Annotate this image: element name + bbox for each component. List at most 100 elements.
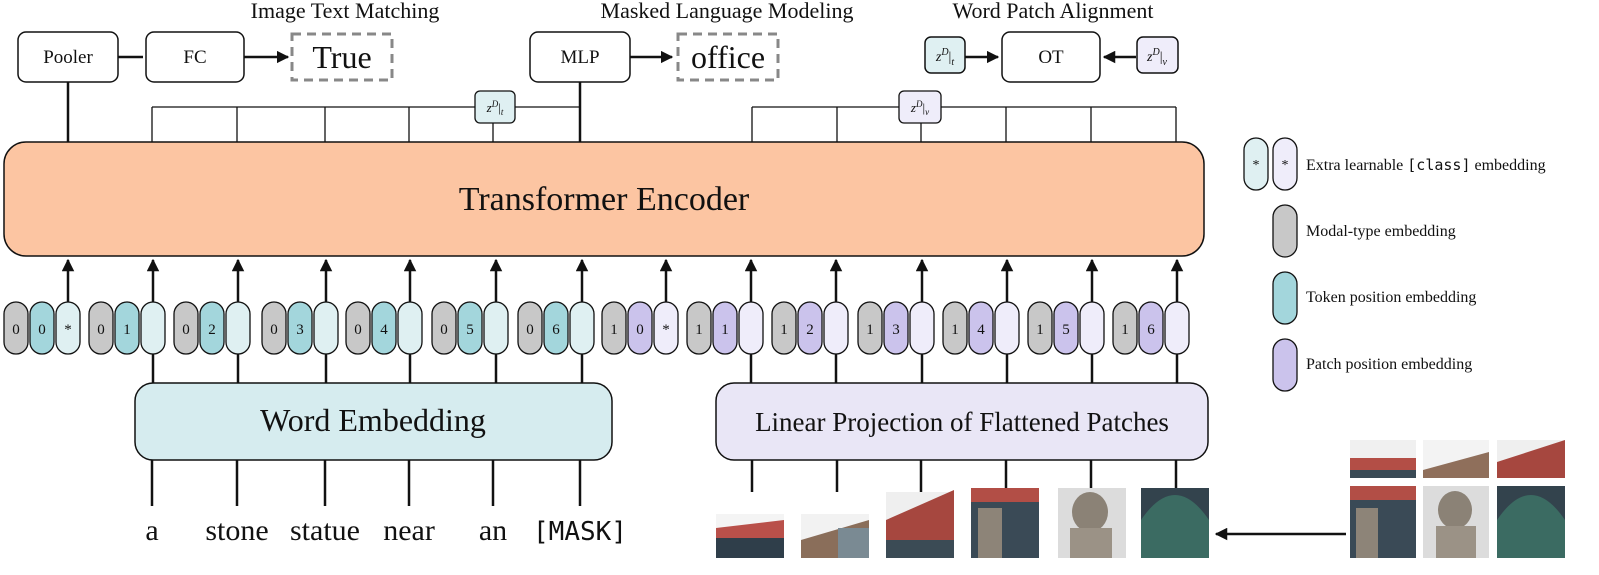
- svg-text:0: 0: [38, 322, 46, 338]
- svg-text:5: 5: [466, 322, 474, 338]
- source-image-patches: [1350, 440, 1565, 558]
- flattened-patches: [716, 488, 1209, 558]
- patch-thumbnail: [1350, 440, 1416, 478]
- svg-text:0: 0: [636, 322, 644, 338]
- content-pill: [225, 301, 251, 355]
- svg-text:1: 1: [951, 322, 959, 338]
- position-pill: 0: [627, 301, 653, 355]
- content-pill: [994, 301, 1020, 355]
- patch-projection-label: Linear Projection of Flattened Patches: [755, 407, 1169, 437]
- content-pill: [397, 301, 423, 355]
- svg-text:Modal-type embedding: Modal-type embedding: [1306, 223, 1456, 240]
- patch-projection-box: [715, 382, 1209, 461]
- svg-text:2: 2: [806, 322, 814, 338]
- svg-text:1: 1: [695, 322, 703, 338]
- modal-type-pill: 0: [517, 301, 543, 355]
- mlm-title: Masked Language Modeling: [601, 0, 854, 23]
- svg-text:1: 1: [123, 322, 131, 338]
- word-embedding-box: [134, 382, 613, 461]
- mlp-label: MLP: [560, 47, 599, 68]
- content-pill: [483, 301, 509, 355]
- svg-text:1: 1: [1036, 322, 1044, 338]
- modal-type-pill: 1: [601, 301, 627, 355]
- svg-text:*: *: [662, 322, 670, 338]
- position-pill: 2: [199, 301, 225, 355]
- fc-label: FC: [183, 47, 206, 68]
- text-output-zt-box: [474, 90, 516, 124]
- position-pill: 6: [1138, 301, 1164, 355]
- position-pill: 1: [114, 301, 140, 355]
- input-token: near: [383, 514, 435, 547]
- input-token: stone: [205, 514, 268, 547]
- patch-thumbnail: [886, 490, 954, 558]
- modal-type-pill: 0: [345, 301, 371, 355]
- text-output-zt-label: zD|t: [486, 99, 504, 117]
- svg-text:0: 0: [354, 322, 362, 338]
- modal-type-pill: 1: [1112, 301, 1138, 355]
- svg-text:3: 3: [892, 322, 900, 338]
- content-pill: [823, 301, 849, 355]
- content-pill: [1079, 301, 1105, 355]
- ot-label: OT: [1038, 47, 1064, 68]
- svg-text:3: 3: [296, 322, 304, 338]
- svg-text:1: 1: [610, 322, 618, 338]
- wpa-zv-box: [1136, 36, 1179, 74]
- image-output-zv-label: zD|v: [910, 99, 929, 117]
- class-token-pill: *: [653, 301, 679, 355]
- transformer-encoder-box: [3, 141, 1205, 257]
- itm-title: Image Text Matching: [251, 0, 440, 23]
- content-pill: [140, 301, 166, 355]
- svg-text:1: 1: [721, 322, 729, 338]
- wpa-zv-label: zD|v: [1146, 47, 1168, 68]
- image-output-zv-box: [898, 90, 942, 124]
- itm-output-box: [290, 32, 394, 82]
- modal-type-pill: 1: [942, 301, 968, 355]
- modal-type-pill: 1: [857, 301, 883, 355]
- word-embedding-label: Word Embedding: [260, 402, 486, 438]
- svg-text:*: *: [64, 322, 72, 338]
- svg-text:*: *: [1253, 158, 1260, 173]
- input-token: a: [145, 514, 158, 547]
- itm-output-label: True: [312, 39, 371, 75]
- position-pill: 6: [543, 301, 569, 355]
- modal-type-pill: 0: [431, 301, 457, 355]
- svg-text:1: 1: [780, 322, 788, 338]
- svg-text:2: 2: [208, 322, 216, 338]
- wpa-zt-label: zD|t: [935, 47, 955, 68]
- svg-text:4: 4: [977, 322, 985, 338]
- legend-token-position: Token position embedding: [1272, 271, 1476, 325]
- image-embedding-group: 1 0 *: [601, 301, 679, 355]
- modal-type-pill: 0: [173, 301, 199, 355]
- modal-type-pill: 0: [3, 301, 29, 355]
- content-pill: [313, 301, 339, 355]
- content-pill: [569, 301, 595, 355]
- wpa-zt-box: [924, 36, 966, 74]
- svg-text:6: 6: [552, 322, 560, 338]
- legend-cls: * * Extra learnable [class] embedding: [1243, 137, 1546, 191]
- content-pill: [1164, 301, 1190, 355]
- ot-box: [1001, 31, 1101, 83]
- content-pill: [738, 301, 764, 355]
- position-pill: 5: [1053, 301, 1079, 355]
- svg-text:0: 0: [270, 322, 278, 338]
- patch-thumbnail: [1423, 486, 1489, 558]
- svg-text:0: 0: [182, 322, 190, 338]
- svg-text:*: *: [1282, 158, 1289, 173]
- mlm-output-label: office: [691, 39, 765, 75]
- svg-text:0: 0: [526, 322, 534, 338]
- patch-connectors: [750, 460, 1178, 492]
- content-pill: [909, 301, 935, 355]
- svg-text:Token position embedding: Token position embedding: [1306, 289, 1476, 306]
- patch-thumbnail: [1350, 486, 1416, 558]
